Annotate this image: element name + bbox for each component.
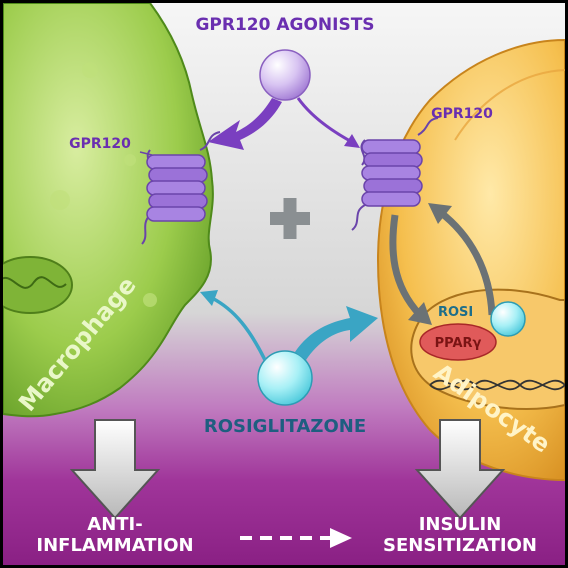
receptor-right-icon bbox=[351, 117, 439, 231]
ppar-label: PPARγ bbox=[435, 336, 482, 351]
vesicle-icon bbox=[124, 154, 136, 166]
dashed-arrow-head bbox=[330, 528, 352, 548]
gpr120-right-label: GPR120 bbox=[431, 106, 493, 122]
rosiglitazone-label: ROSIGLITAZONE bbox=[204, 416, 366, 437]
agonists-label: GPR120 AGONISTS bbox=[195, 15, 374, 35]
vesicle-icon bbox=[82, 62, 98, 78]
rosi-arrow-right bbox=[295, 306, 378, 360]
gpr120-left-label: GPR120 bbox=[69, 136, 131, 152]
membrane-fold bbox=[454, 69, 566, 141]
agonist-arrow-right bbox=[296, 97, 353, 144]
dna-icon bbox=[429, 379, 566, 391]
mitochondrion-icon bbox=[0, 256, 73, 314]
adipocyte-output-arrow bbox=[414, 419, 506, 520]
anti-inflammation-line1: ANTI- bbox=[87, 514, 142, 535]
signal-arrow-up-head bbox=[428, 203, 452, 224]
macrophage-output-arrow bbox=[69, 419, 161, 520]
signal-arrow-down-head bbox=[408, 302, 432, 325]
agonist-ball-icon bbox=[259, 49, 311, 101]
rosi-label: ROSI bbox=[438, 305, 473, 320]
receptor-left-icon bbox=[141, 131, 221, 245]
vesicle-icon bbox=[50, 190, 70, 210]
label-leader-left bbox=[139, 151, 153, 156]
signal-arrow-down bbox=[389, 214, 423, 318]
signal-arrow-up bbox=[437, 209, 496, 316]
ppar-icon bbox=[419, 323, 497, 361]
rosi-arrow-left-head bbox=[200, 290, 218, 306]
anti-inflammation-line2: INFLAMMATION bbox=[36, 535, 193, 556]
insulin-sensitization-line1: INSULIN bbox=[419, 514, 502, 535]
agonist-arrow-right-head bbox=[344, 134, 360, 148]
rosi-ball-icon bbox=[490, 301, 526, 337]
macrophage-cell bbox=[2, 2, 214, 418]
agonist-arrow-left bbox=[208, 98, 282, 150]
rosi-arrow-left bbox=[211, 296, 267, 361]
plus-icon bbox=[270, 198, 310, 239]
insulin-sensitization-line2: SENSITIZATION bbox=[383, 535, 537, 556]
rosiglitazone-ball-icon bbox=[257, 350, 313, 406]
vesicle-icon bbox=[143, 293, 157, 307]
